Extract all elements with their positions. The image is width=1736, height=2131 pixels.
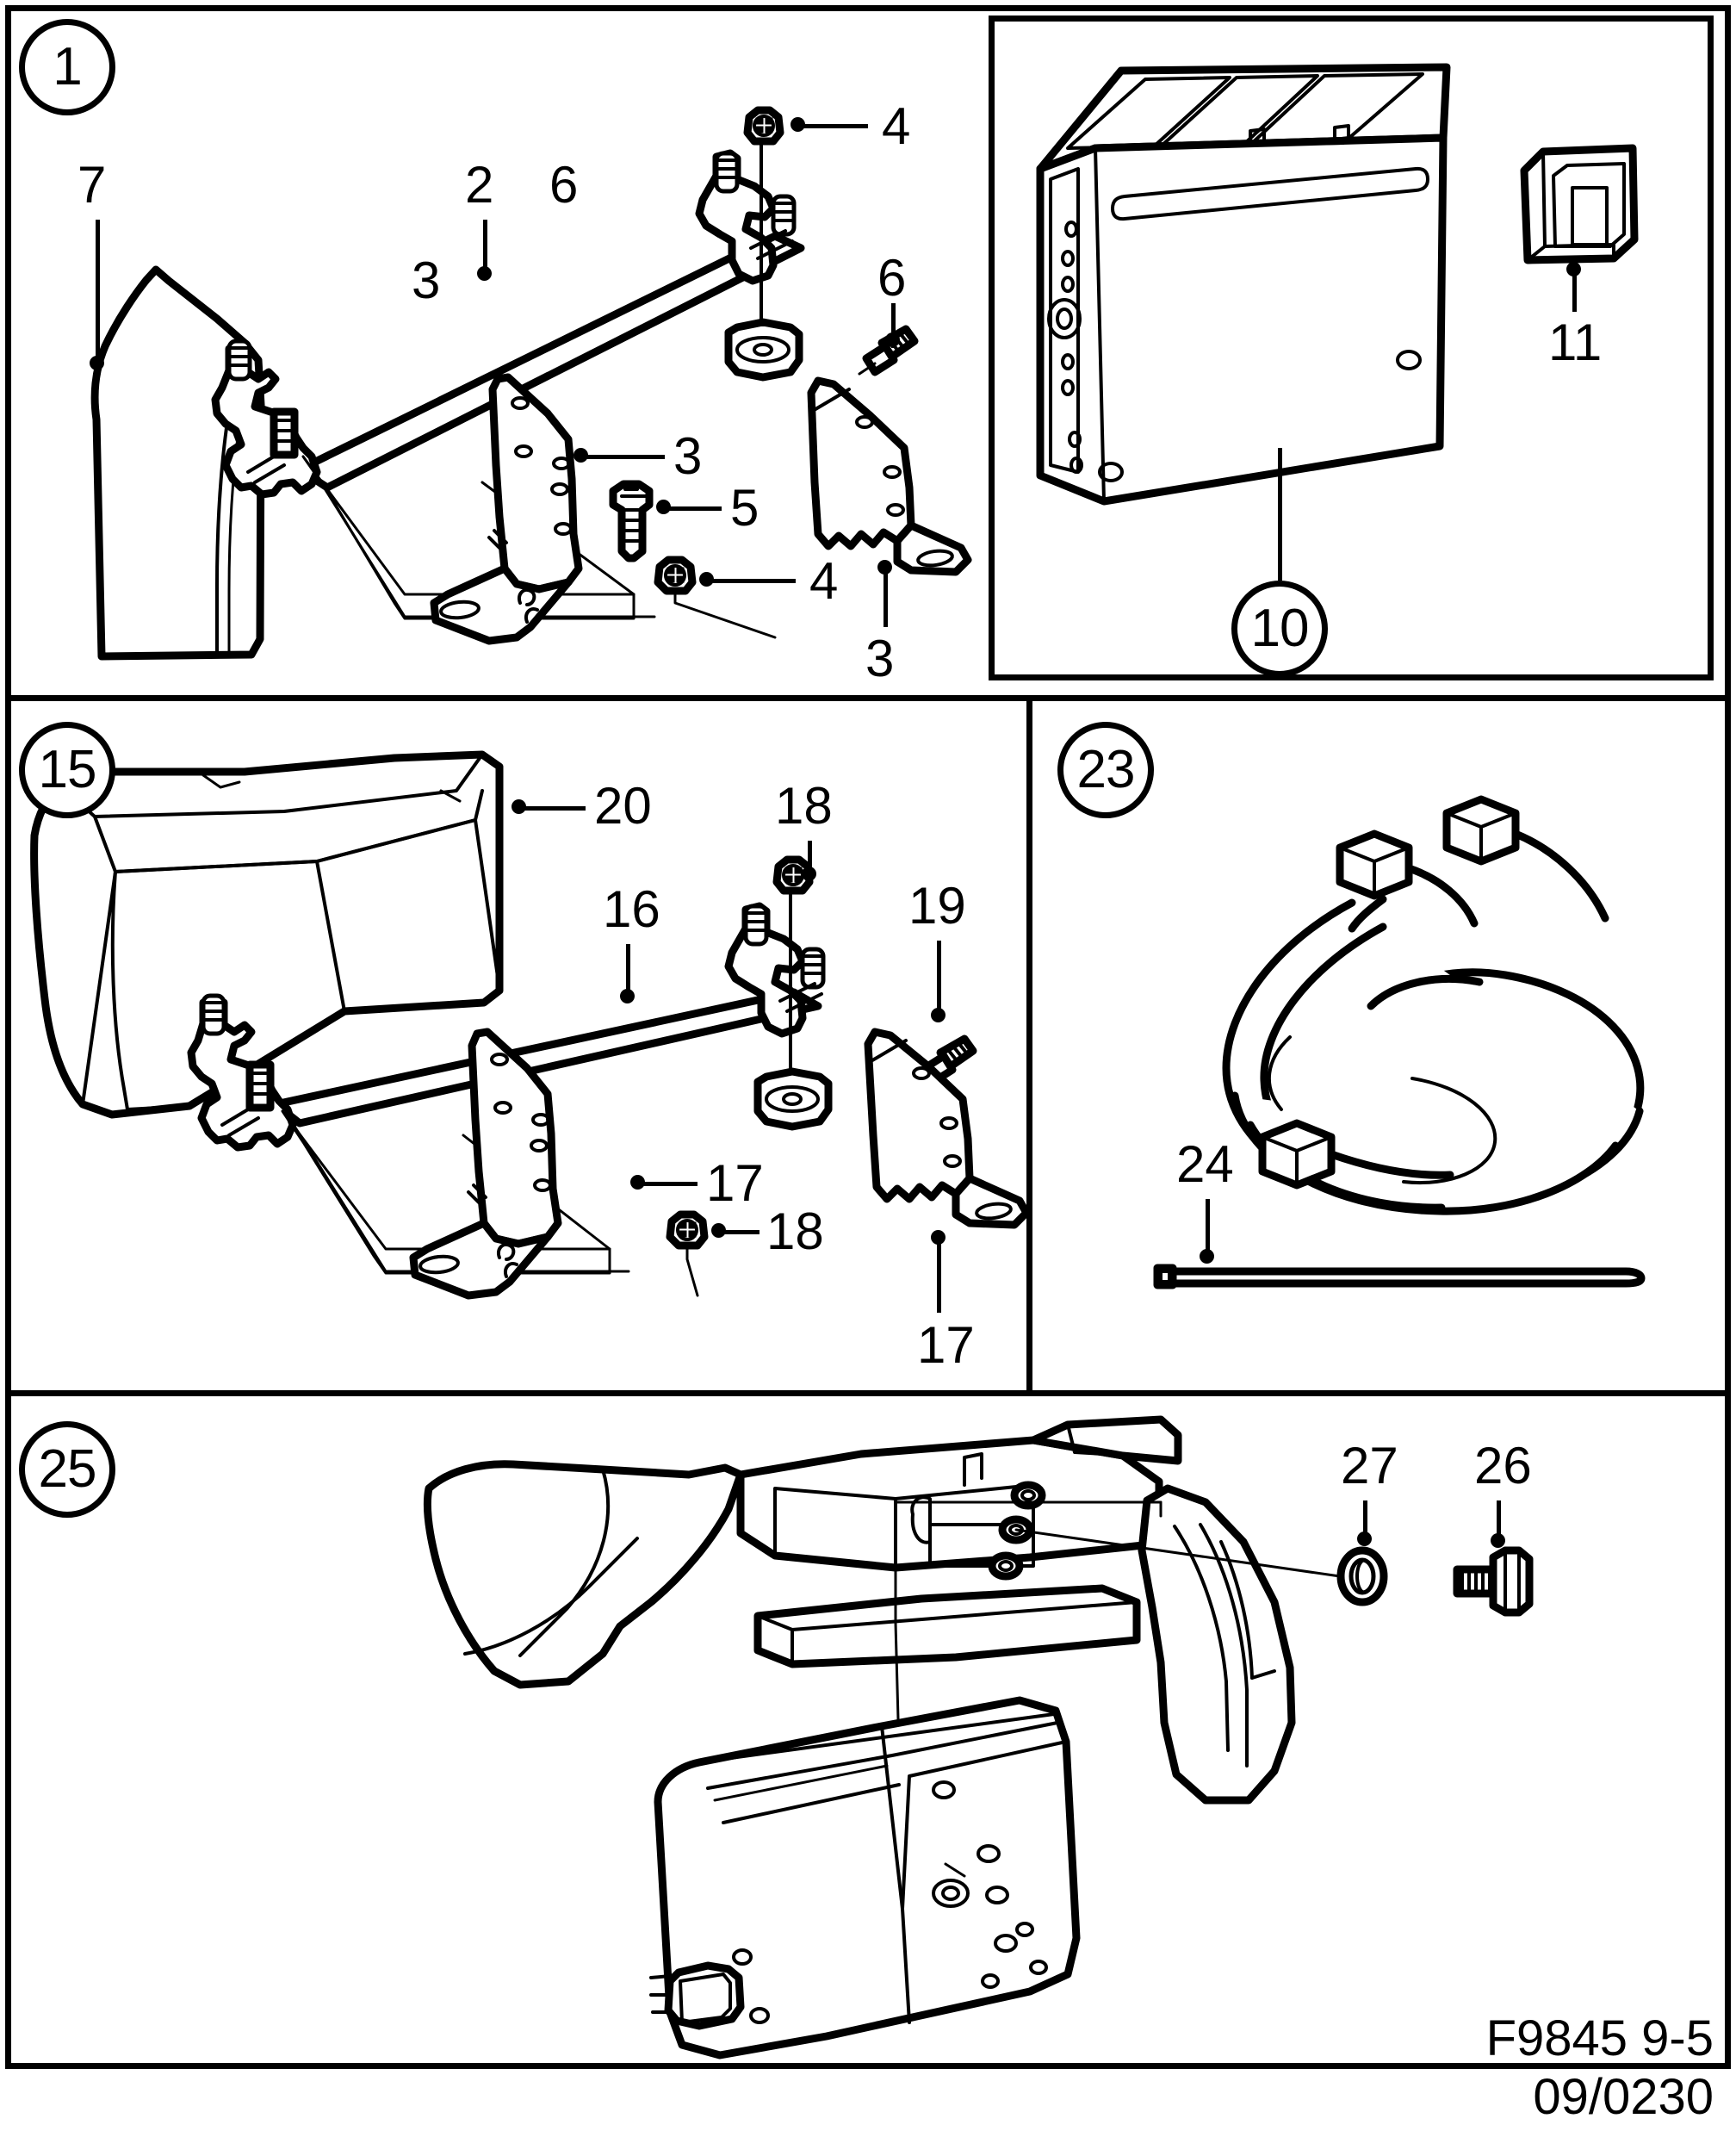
leader-dot-part-18-top [802,867,816,881]
label-part-4-lower: 4 [809,552,839,610]
leader-part-17-right [937,1240,941,1313]
label-part-17-left: 17 [706,1154,764,1212]
leader-part-6 [891,303,896,348]
leader-dot-part-11 [1566,262,1581,276]
leader-dot-part-5 [656,500,671,514]
panel-divider-top [5,695,1731,701]
leader-part-26 [1497,1500,1501,1538]
label-part-19: 19 [908,877,966,935]
label-part-17-right: 17 [917,1316,975,1374]
leader-dot-part-20 [512,799,526,814]
label-part-3-callout: 3 [673,427,703,485]
leader-dot-part-17-right [931,1230,946,1245]
panel-divider-middle-vertical [1026,698,1032,1393]
label-part-6-right: 6 [877,249,907,307]
leader-part-18-lower [723,1230,760,1234]
label-part-5: 5 [730,479,760,537]
leader-part-5 [668,506,722,511]
leader-part-18-top [808,841,812,875]
label-part-27: 27 [1341,1437,1398,1494]
sheet-frame [5,5,1731,2069]
leader-dot-part-3-callout [574,448,588,463]
leader-part-16 [626,944,630,994]
leader-part-10 [1278,448,1282,581]
leader-part-24 [1206,1199,1210,1252]
panel-divider-bottom [5,1390,1731,1396]
label-part-11: 11 [1548,314,1603,371]
panel-callout-23-label: 23 [1076,740,1136,799]
label-part-24: 24 [1176,1135,1234,1193]
leader-dot-part-4-lower [699,572,714,587]
leader-part-3-callout [586,455,665,459]
leader-part-11 [1572,276,1577,312]
panel-callout-1: 1 [19,19,115,115]
panel-callout-25: 25 [19,1421,115,1518]
leader-dot-part-7 [90,356,104,370]
leader-dot-part-16 [620,989,635,1003]
leader-part-4-top [803,124,868,128]
leader-part-27 [1363,1500,1367,1538]
label-part-3-bottom: 3 [865,630,895,687]
leader-part-3-bottom [884,567,888,627]
label-part-2: 2 [465,156,494,214]
leader-dot-part-3-bottom [877,560,892,575]
label-part-3-left: 3 [412,252,441,309]
label-part-18-lower: 18 [766,1202,824,1260]
inset-callout-10-label: 10 [1250,599,1310,658]
leader-part-20 [524,806,586,811]
leader-part-2 [483,220,487,271]
leader-dot-part-4-top [790,117,805,132]
leader-part-17-left [642,1182,698,1186]
label-part-26: 26 [1474,1437,1532,1494]
leader-dot-part-17-left [630,1175,645,1190]
panel-callout-15: 15 [19,722,115,818]
leader-dot-part-26 [1491,1533,1505,1548]
leader-dot-part-6 [885,332,900,347]
leader-dot-part-27 [1357,1531,1372,1546]
label-part-6: 6 [549,156,579,214]
inset-callout-10: 10 [1231,581,1328,677]
leader-dot-part-24 [1200,1249,1214,1264]
leader-dot-part-19 [931,1008,946,1022]
leader-part-19 [937,941,941,1015]
panel-callout-1-label: 1 [53,37,82,96]
leader-part-4-lower [711,579,796,583]
label-part-16: 16 [603,880,660,938]
label-part-7: 7 [78,156,107,214]
label-part-18-top: 18 [775,777,833,835]
inset-frame-amplifier [989,16,1714,680]
leader-dot-part-2 [477,266,492,281]
footer-revision-date: 09/0230 [1533,2069,1714,2125]
leader-dot-part-18-lower [711,1223,726,1238]
panel-callout-23: 23 [1057,722,1154,818]
footer-part-code: F9845 9-5 [1485,2010,1714,2066]
panel-callout-25-label: 25 [38,1439,97,1499]
panel-callout-15-label: 15 [38,740,97,799]
label-part-20: 20 [594,777,652,835]
label-part-4-top: 4 [882,97,911,155]
leader-part-7 [96,220,100,361]
